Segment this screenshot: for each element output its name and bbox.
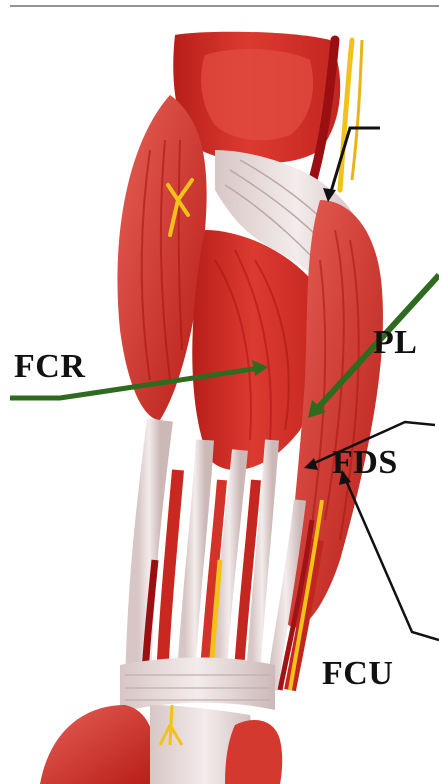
label-fcu: FCU (322, 657, 393, 691)
label-fcr: FCR (14, 350, 85, 384)
pointer-arrow-top (323, 128, 380, 202)
upper-nerve-2 (352, 40, 362, 180)
label-fds: FDS (332, 446, 398, 480)
thenar-muscle (40, 705, 156, 784)
upper-nerve (340, 40, 352, 190)
flexor-retinaculum (120, 658, 275, 713)
upper-arm-highlight (201, 49, 313, 140)
hypothenar-muscle (225, 720, 282, 784)
label-pl: PL (373, 326, 417, 360)
